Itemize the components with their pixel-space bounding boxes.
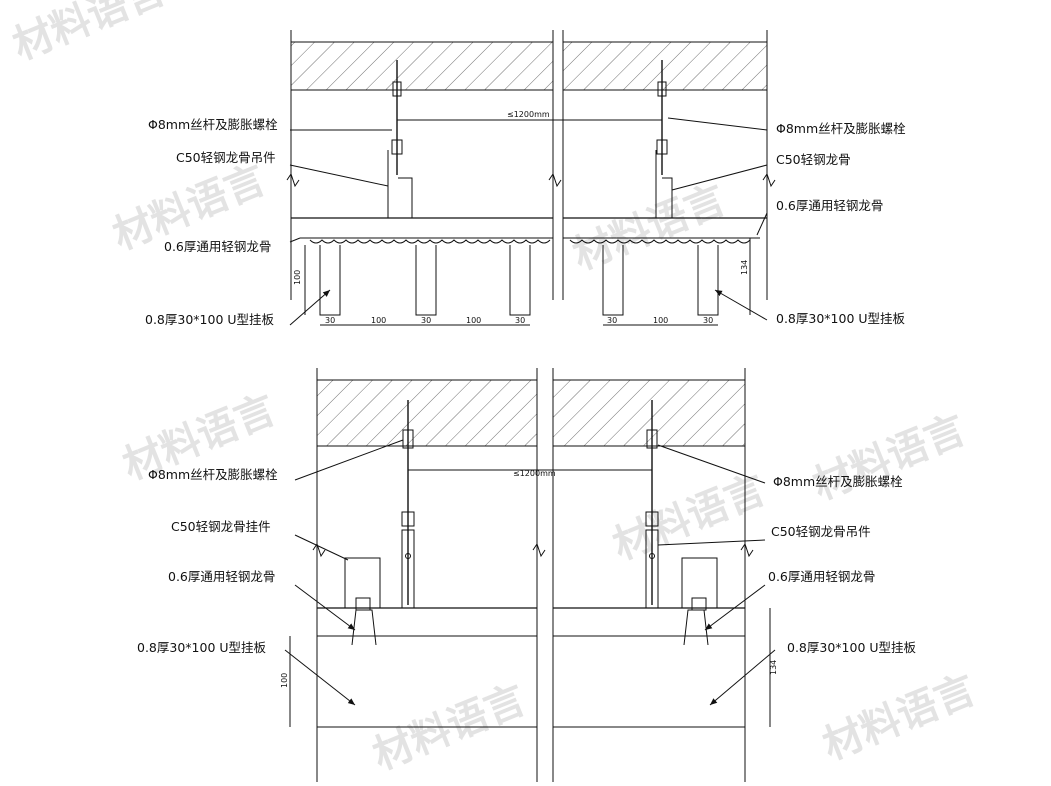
dim-height-left: 100	[280, 673, 289, 688]
label-panel-right: 0.8厚30*100 U型挂板	[787, 640, 917, 655]
watermark-text: 材料语言	[807, 407, 973, 510]
watermark-text: 材料语言	[7, 0, 173, 69]
label-keel-left: 0.6厚通用轻钢龙骨	[164, 239, 271, 254]
label-hanger-right: C50轻钢龙骨吊件	[771, 524, 871, 539]
dim-bottom-right: 100	[653, 316, 668, 325]
watermark-text: 材料语言	[817, 667, 983, 770]
dim-bottom-left: 30	[325, 316, 335, 325]
label-keel-right: 0.6厚通用轻钢龙骨	[768, 569, 875, 584]
bottom-section	[284, 368, 776, 782]
dim-height-right: 134	[769, 660, 778, 675]
label-panel-left: 0.8厚30*100 U型挂板	[145, 312, 275, 327]
top-section	[286, 30, 776, 326]
dim-height-right: 134	[740, 260, 749, 275]
dim-bottom-left: 30	[421, 316, 431, 325]
label-rod-left: Φ8mm丝杆及膨胀螺栓	[148, 467, 278, 482]
dim-bottom-right: 30	[703, 316, 713, 325]
watermark-text: 材料语言	[607, 467, 773, 570]
label-panel-left: 0.8厚30*100 U型挂板	[137, 640, 267, 655]
dim-span: ≤1200mm	[513, 469, 556, 478]
concrete-slab	[290, 41, 554, 91]
concrete-slab	[552, 379, 746, 447]
dim-bottom-right: 30	[607, 316, 617, 325]
dim-bottom-left: 100	[466, 316, 481, 325]
label-hanger-right: C50轻钢龙骨	[776, 152, 851, 167]
dim-height-left: 100	[293, 270, 302, 285]
dim-bottom-left: 30	[515, 316, 525, 325]
label-keel-left: 0.6厚通用轻钢龙骨	[168, 569, 275, 584]
label-keel-right: 0.6厚通用轻钢龙骨	[776, 198, 883, 213]
label-hanger-left: C50轻钢龙骨挂件	[171, 519, 271, 534]
label-hanger-left: C50轻钢龙骨吊件	[176, 150, 276, 165]
dim-span: ≤1200mm	[507, 110, 550, 119]
watermark-text: 材料语言	[367, 677, 533, 780]
dim-bottom-left: 100	[371, 316, 386, 325]
concrete-slab	[316, 379, 538, 447]
label-rod-right: Φ8mm丝杆及膨胀螺栓	[773, 474, 903, 489]
watermark-text: 材料语言	[567, 177, 733, 280]
bottom-section-labels: Φ8mm丝杆及膨胀螺栓 C50轻钢龙骨挂件 0.6厚通用轻钢龙骨 0.8厚30*…	[137, 467, 917, 688]
label-rod-left: Φ8mm丝杆及膨胀螺栓	[148, 117, 278, 132]
label-panel-right: 0.8厚30*100 U型挂板	[776, 311, 906, 326]
top-section-labels: Φ8mm丝杆及膨胀螺栓 C50轻钢龙骨吊件 0.6厚通用轻钢龙骨 0.8厚30*…	[145, 110, 906, 327]
label-rod-right: Φ8mm丝杆及膨胀螺栓	[776, 121, 906, 136]
concrete-slab	[562, 41, 768, 91]
